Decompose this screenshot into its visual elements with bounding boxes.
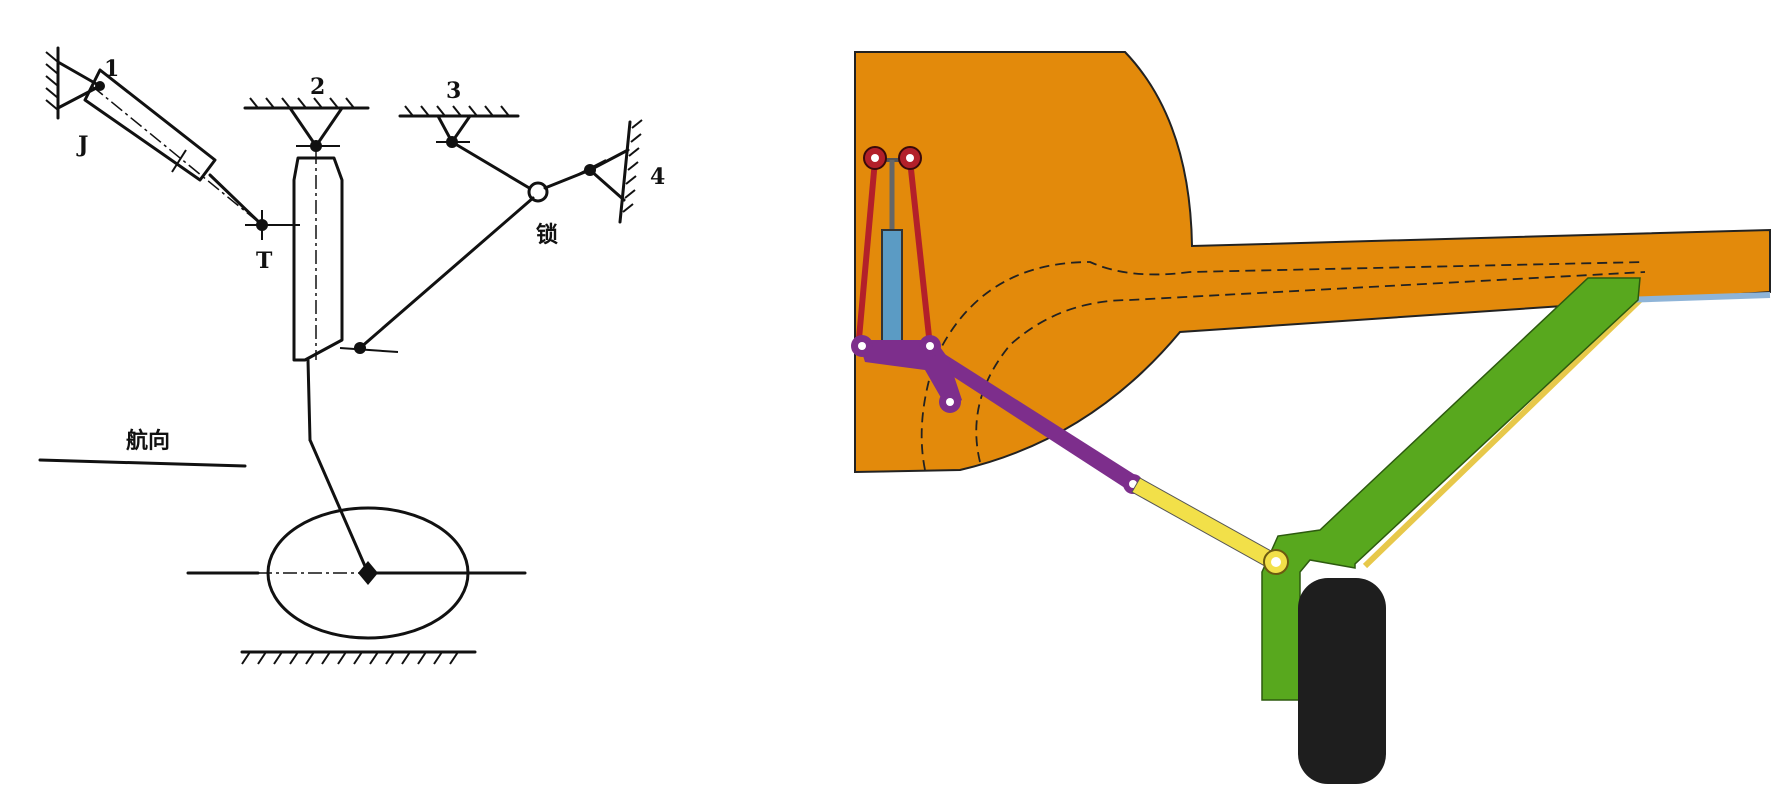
landing-gear-schematic: 1 2 3 4 J T 锁 航向: [38, 46, 665, 665]
side-rod: [1362, 297, 1643, 569]
strut-joint: [1263, 549, 1289, 575]
label-3: 3: [446, 78, 461, 104]
mount-3-hatched-support: [398, 105, 520, 148]
pivot-1: [95, 81, 105, 91]
label-T: T: [256, 248, 273, 274]
label-lock: 锁: [536, 222, 558, 248]
lock-link-upper: [450, 140, 538, 194]
pivot-T: [245, 210, 300, 240]
label-4: 4: [650, 164, 665, 190]
upper-drag-link: [851, 335, 1143, 494]
lower-drag-link: [1131, 477, 1281, 571]
mount-2-hatched-support: [243, 97, 370, 152]
main-strut-leg: [1261, 277, 1641, 701]
fuselage-dashed-outline-2: [975, 271, 1646, 463]
strut-joint-pin: [1271, 557, 1281, 567]
main-strut: [292, 150, 370, 575]
torsion-rod: [1621, 292, 1771, 303]
heading-direction-line: [38, 458, 247, 468]
label-heading: 航向: [126, 428, 170, 454]
label-1: 1: [104, 56, 119, 82]
label-2: 2: [310, 74, 325, 100]
mount-4-hatched-support: [574, 119, 643, 224]
actuator-cylinder: [83, 68, 264, 227]
retraction-actuator: [855, 146, 933, 351]
ground-hatched: [240, 650, 477, 665]
lock-brace: [358, 196, 535, 350]
fuselage-dashed-outline: [920, 261, 1646, 471]
fuselage-body: [854, 51, 1771, 474]
pivot-strut-lower: [339, 342, 399, 354]
mount-1-hatched-support: [45, 46, 102, 120]
tire: [1298, 578, 1386, 784]
label-J: J: [76, 132, 88, 158]
lock-joint: [527, 181, 549, 203]
wheel: [186, 506, 527, 640]
